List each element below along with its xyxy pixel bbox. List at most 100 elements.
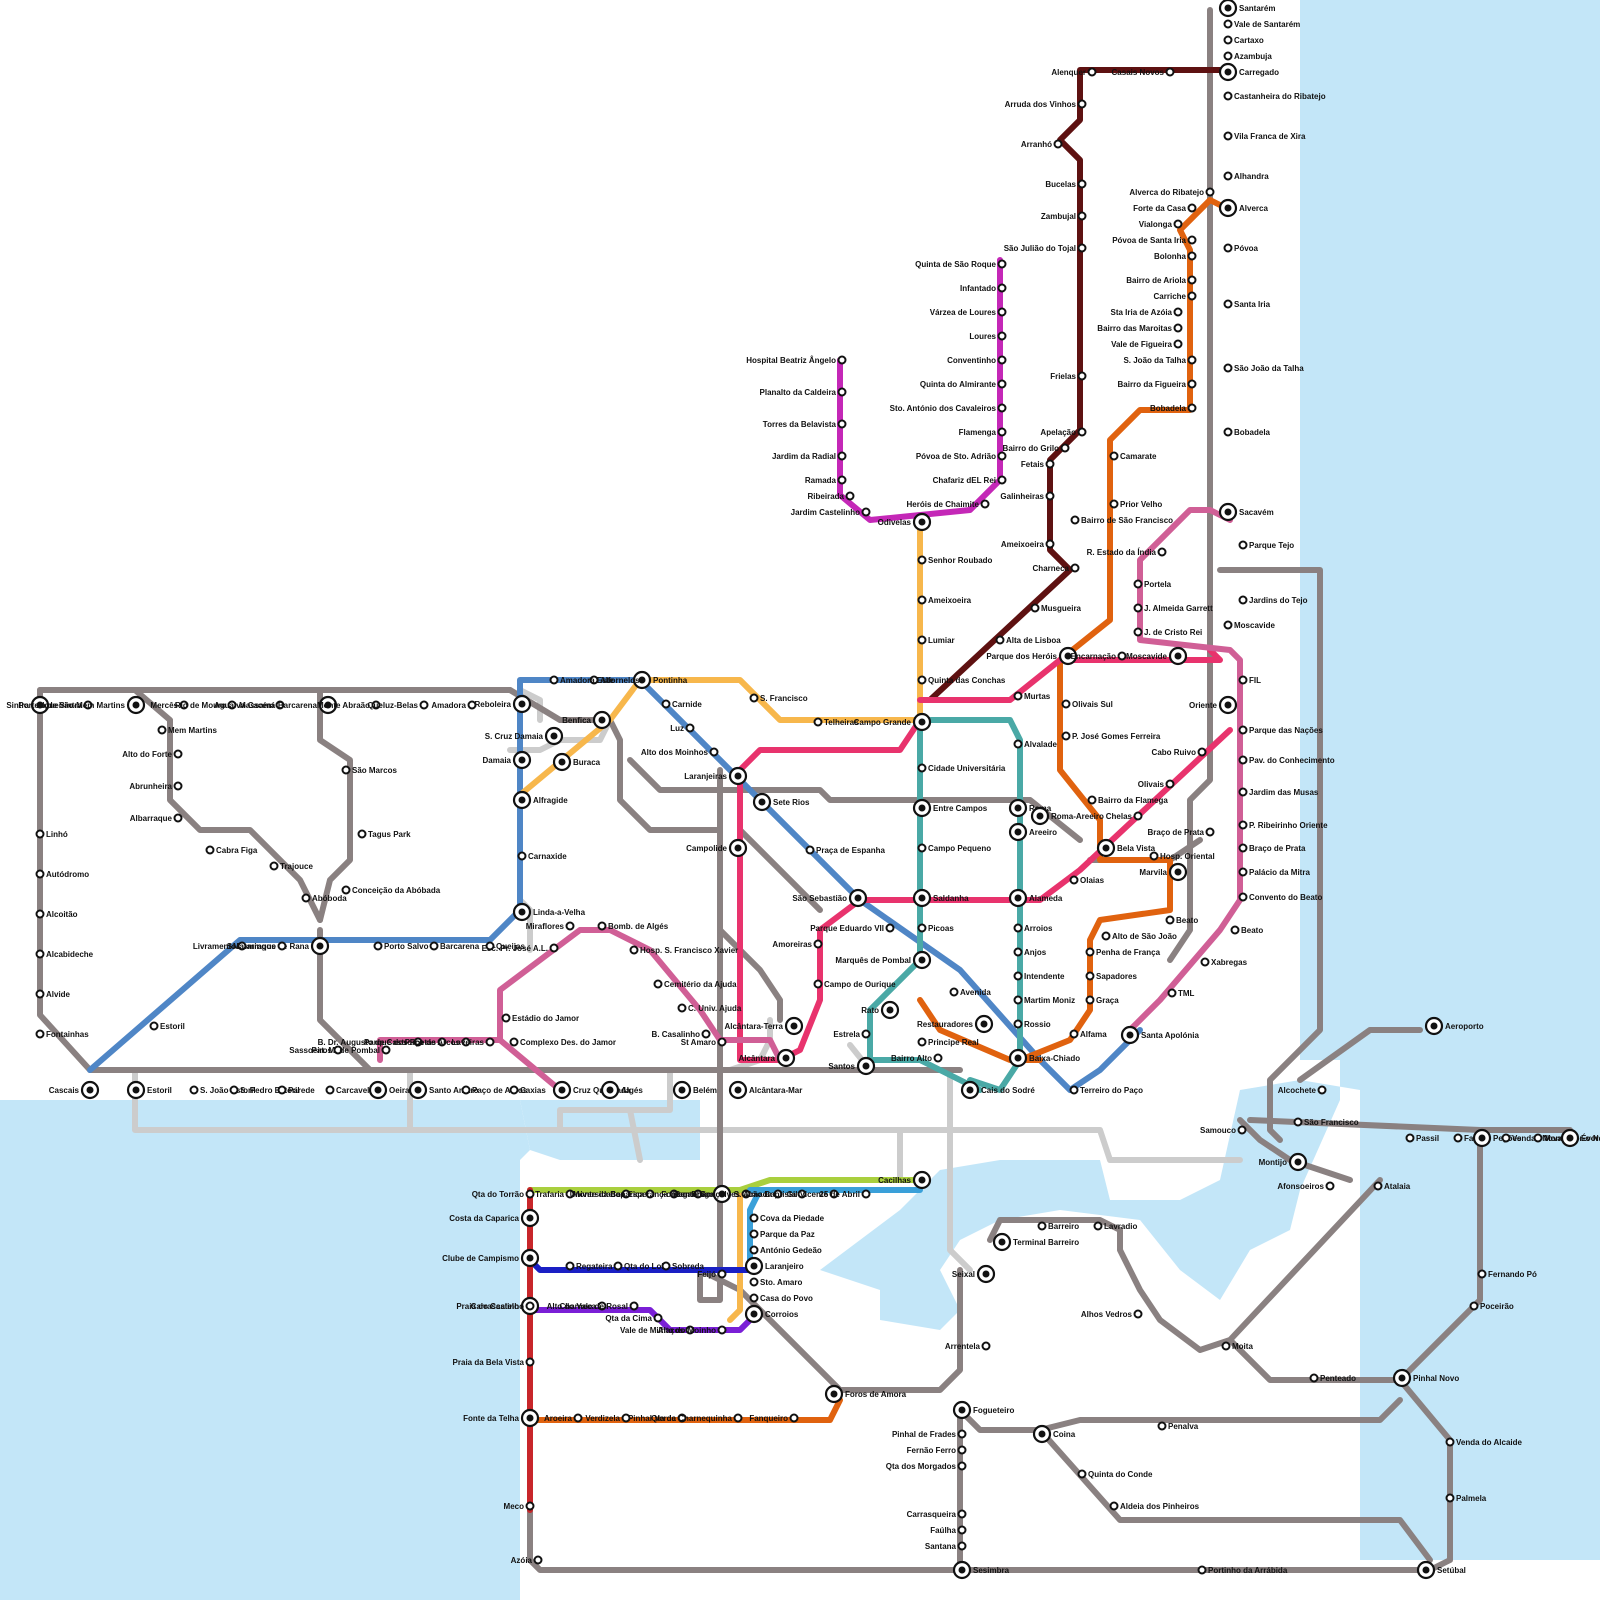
station[interactable]: Alenquer — [1051, 68, 1095, 77]
station[interactable]: Quinta do Almirante — [920, 380, 1006, 389]
station[interactable]: Quinta de São Roque — [915, 260, 1005, 269]
station[interactable]: Azambuja — [1225, 52, 1273, 61]
station[interactable]: São João da Talha — [1225, 364, 1305, 373]
station[interactable]: Jardim da Radial — [772, 452, 846, 461]
station[interactable]: Picoas — [919, 924, 955, 933]
station[interactable]: Parque das Nações — [1240, 726, 1324, 735]
station[interactable]: Moscavide — [1225, 621, 1276, 630]
station[interactable]: Algueirão-Mem Martins — [37, 697, 144, 713]
station[interactable]: Conventinho — [947, 356, 1005, 365]
station[interactable]: Quinta do Conde — [1079, 1470, 1153, 1479]
station[interactable]: Reboleira — [475, 696, 530, 712]
station[interactable]: Jardim Castelinho — [791, 508, 870, 517]
station[interactable]: Avenida — [951, 988, 992, 997]
station[interactable]: Alvide — [37, 990, 71, 999]
station[interactable]: Bairro de São Francisco — [1072, 516, 1174, 525]
station[interactable]: Martim Moniz — [1015, 996, 1076, 1005]
station[interactable]: J. Almeida Garrett — [1135, 604, 1213, 613]
station[interactable]: Qta dos Morgados — [886, 1462, 966, 1471]
station[interactable]: Mem Martins — [159, 726, 218, 735]
station[interactable]: Xabregas — [1202, 958, 1248, 967]
station[interactable]: Qta do Torrão — [472, 1190, 534, 1199]
station[interactable]: Póvoa — [1225, 244, 1259, 253]
station[interactable]: Aroeira — [544, 1414, 582, 1423]
station[interactable]: Parque Eduardo VII — [810, 924, 893, 933]
station[interactable]: Várzea de Loures — [930, 308, 1006, 317]
station[interactable]: Parque Tejo — [1240, 541, 1295, 550]
station[interactable]: Bobadela — [1225, 428, 1271, 437]
station[interactable]: Bairro do Grilo — [1003, 444, 1069, 453]
station[interactable]: Saldanha — [914, 890, 969, 906]
station[interactable]: Penha de França — [1087, 948, 1161, 957]
station[interactable]: Barreiro — [1039, 1222, 1080, 1231]
station[interactable]: Vila Franca de Xira — [1225, 132, 1306, 141]
station[interactable]: Passil — [1407, 1134, 1440, 1143]
station[interactable]: Alfama — [1071, 1030, 1108, 1039]
station[interactable]: Abrunheira — [129, 782, 181, 791]
station[interactable]: Forte da Casa — [1133, 204, 1195, 213]
station[interactable]: Trafaria — [535, 1190, 573, 1199]
station[interactable]: Luz — [670, 724, 693, 733]
station[interactable]: Carregado — [1220, 64, 1279, 80]
station[interactable]: Areeiro — [1010, 824, 1057, 840]
station[interactable]: Campo de Ourique — [815, 980, 897, 989]
station[interactable]: Póvoa de Santa Iria — [1112, 236, 1195, 245]
station[interactable]: Alto do Moinho — [658, 1326, 726, 1335]
station[interactable]: Hosp. Oriental — [1151, 852, 1215, 861]
station[interactable]: Estoril — [151, 1022, 185, 1031]
station[interactable]: Olaias — [1071, 876, 1105, 885]
station[interactable]: Braço de Prata — [1148, 828, 1214, 837]
station[interactable]: Sta Iria de Azóia — [1111, 308, 1182, 317]
station[interactable]: Sete Rios — [754, 794, 810, 810]
station[interactable]: Campo Pequeno — [919, 844, 992, 853]
station[interactable]: Terreiro do Paço — [1071, 1086, 1144, 1095]
station[interactable]: Lavradio — [1095, 1222, 1138, 1231]
station[interactable]: Cidade Universitária — [919, 764, 1006, 773]
station[interactable]: Afonsoeiros — [1277, 1182, 1333, 1191]
station[interactable]: Cascais — [49, 1082, 98, 1098]
station[interactable]: Ameixoeira — [919, 596, 972, 605]
station[interactable]: Bomb. de Algés — [599, 922, 669, 931]
station[interactable]: Planalto da Caldeira — [760, 388, 846, 397]
station[interactable]: Alverca do Ribatejo — [1129, 188, 1213, 197]
station[interactable]: Bairro Alto — [891, 1054, 942, 1063]
station[interactable]: Sto. Amaro — [751, 1278, 803, 1287]
station[interactable]: Santa Apolónia — [1122, 1027, 1199, 1043]
station[interactable]: Bela Vista — [1098, 840, 1156, 856]
station[interactable]: Alcântara-Mar — [730, 1082, 802, 1098]
station[interactable]: Musgueira — [1032, 604, 1082, 613]
station[interactable]: Arrentela — [945, 1342, 990, 1351]
station[interactable]: Aldeia dos Pinheiros — [1111, 1502, 1200, 1511]
station[interactable]: Moita — [1223, 1342, 1254, 1351]
station[interactable]: Prior Velho — [1111, 500, 1163, 509]
station[interactable]: Palácio da Mitra — [1240, 868, 1311, 877]
station[interactable]: Arranhó — [1021, 140, 1062, 149]
station[interactable]: Frielas — [1050, 372, 1085, 381]
station[interactable]: Convento do Beato — [1240, 893, 1323, 902]
station[interactable]: Ramada — [805, 476, 846, 485]
station[interactable]: Cartaxo — [1225, 36, 1264, 45]
station[interactable]: Graça — [1087, 996, 1120, 1005]
station[interactable]: Amoreiras — [772, 940, 821, 949]
station[interactable]: Camarate — [1111, 452, 1158, 461]
station[interactable]: Santa Iria — [1225, 300, 1271, 309]
station[interactable]: António Gedeão — [751, 1246, 822, 1255]
station[interactable]: Santarém — [1220, 0, 1275, 16]
station[interactable]: Jardins do Tejo — [1240, 596, 1308, 605]
station[interactable]: Campolide — [686, 840, 746, 856]
station[interactable]: Portela — [1135, 580, 1172, 589]
station[interactable]: FIL — [1240, 676, 1262, 685]
station[interactable]: Bucelas — [1045, 180, 1085, 189]
station[interactable]: Santana — [925, 1542, 966, 1551]
station[interactable]: Alcabideche — [37, 950, 94, 959]
station[interactable]: Vale de Figueira — [1111, 340, 1181, 349]
station[interactable]: Estrela — [833, 1030, 869, 1039]
station[interactable]: Bairro de Ariola — [1126, 276, 1195, 285]
station[interactable]: Apelação — [1040, 428, 1085, 437]
station[interactable]: Queluz-Belas — [367, 701, 427, 710]
station[interactable]: Feijó — [697, 1270, 725, 1279]
station[interactable]: Amadora Este — [551, 676, 615, 685]
station[interactable]: Ameixoeira — [1001, 540, 1054, 549]
station[interactable]: Vialonga — [1139, 220, 1182, 229]
station[interactable]: Trajouce — [271, 862, 314, 871]
